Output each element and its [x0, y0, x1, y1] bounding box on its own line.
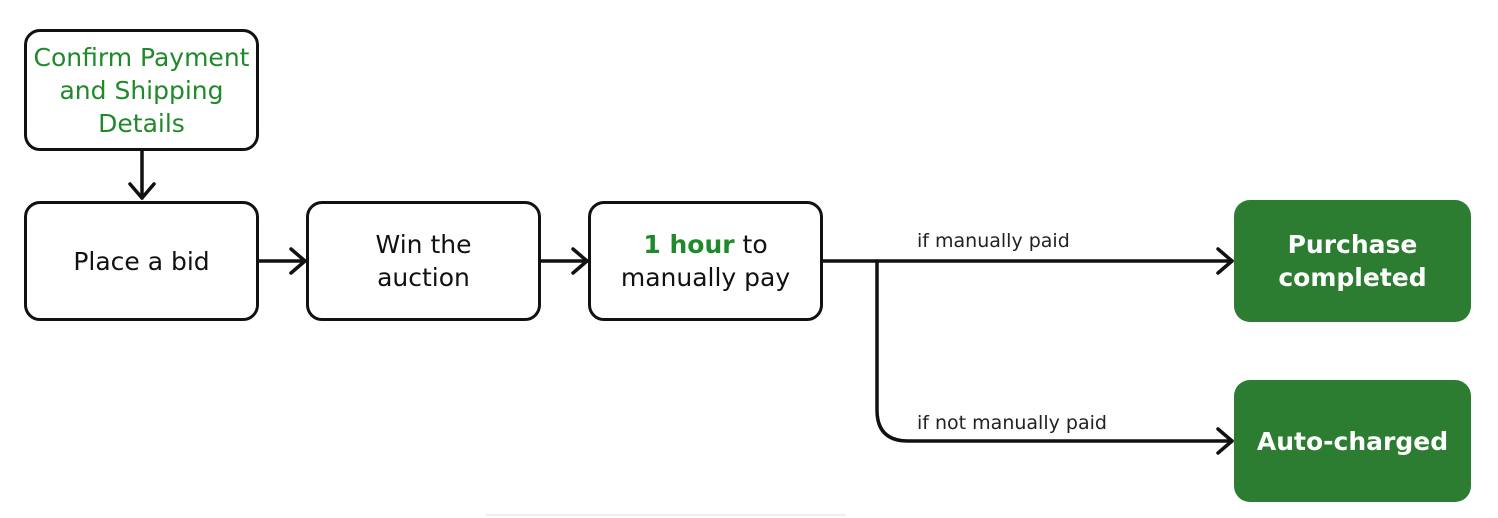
arrowhead-confirm-to-bid — [128, 182, 156, 200]
win-auction-label: Win the auction — [375, 230, 472, 292]
confirm-payment-label: Confirm Payment and Shipping Details — [33, 42, 250, 138]
arrowhead-win-to-pay — [571, 247, 589, 275]
place-bid-label: Place a bid — [73, 246, 210, 276]
arrowhead-bid-to-win — [289, 247, 307, 275]
manual-pay-rest: to manually pay — [620, 230, 791, 292]
purchase-completed-label: Purchase completed — [1278, 230, 1427, 292]
manual-pay-node: 1 hour to manually pay — [588, 201, 823, 321]
manual-pay-highlight: 1 hour — [643, 230, 735, 259]
win-auction-node: Win the auction — [306, 201, 541, 321]
arrowhead-branch-to-auto — [1216, 427, 1234, 455]
auto-charged-node: Auto-charged — [1234, 380, 1471, 502]
edge-label-not-manually-paid: if not manually paid — [917, 412, 1107, 434]
auto-charged-label: Auto-charged — [1256, 426, 1449, 456]
purchase-completed-node: Purchase completed — [1234, 200, 1471, 322]
edge-label-manually-paid: if manually paid — [917, 230, 1070, 252]
manual-pay-label: 1 hour to manually pay — [591, 228, 820, 294]
bottom-divider — [486, 514, 846, 516]
arrow-branch-to-auto — [875, 259, 1234, 443]
place-bid-node: Place a bid — [24, 201, 259, 321]
confirm-payment-node: Confirm Payment and Shipping Details — [24, 29, 259, 151]
arrowhead-pay-to-completed — [1216, 247, 1234, 275]
